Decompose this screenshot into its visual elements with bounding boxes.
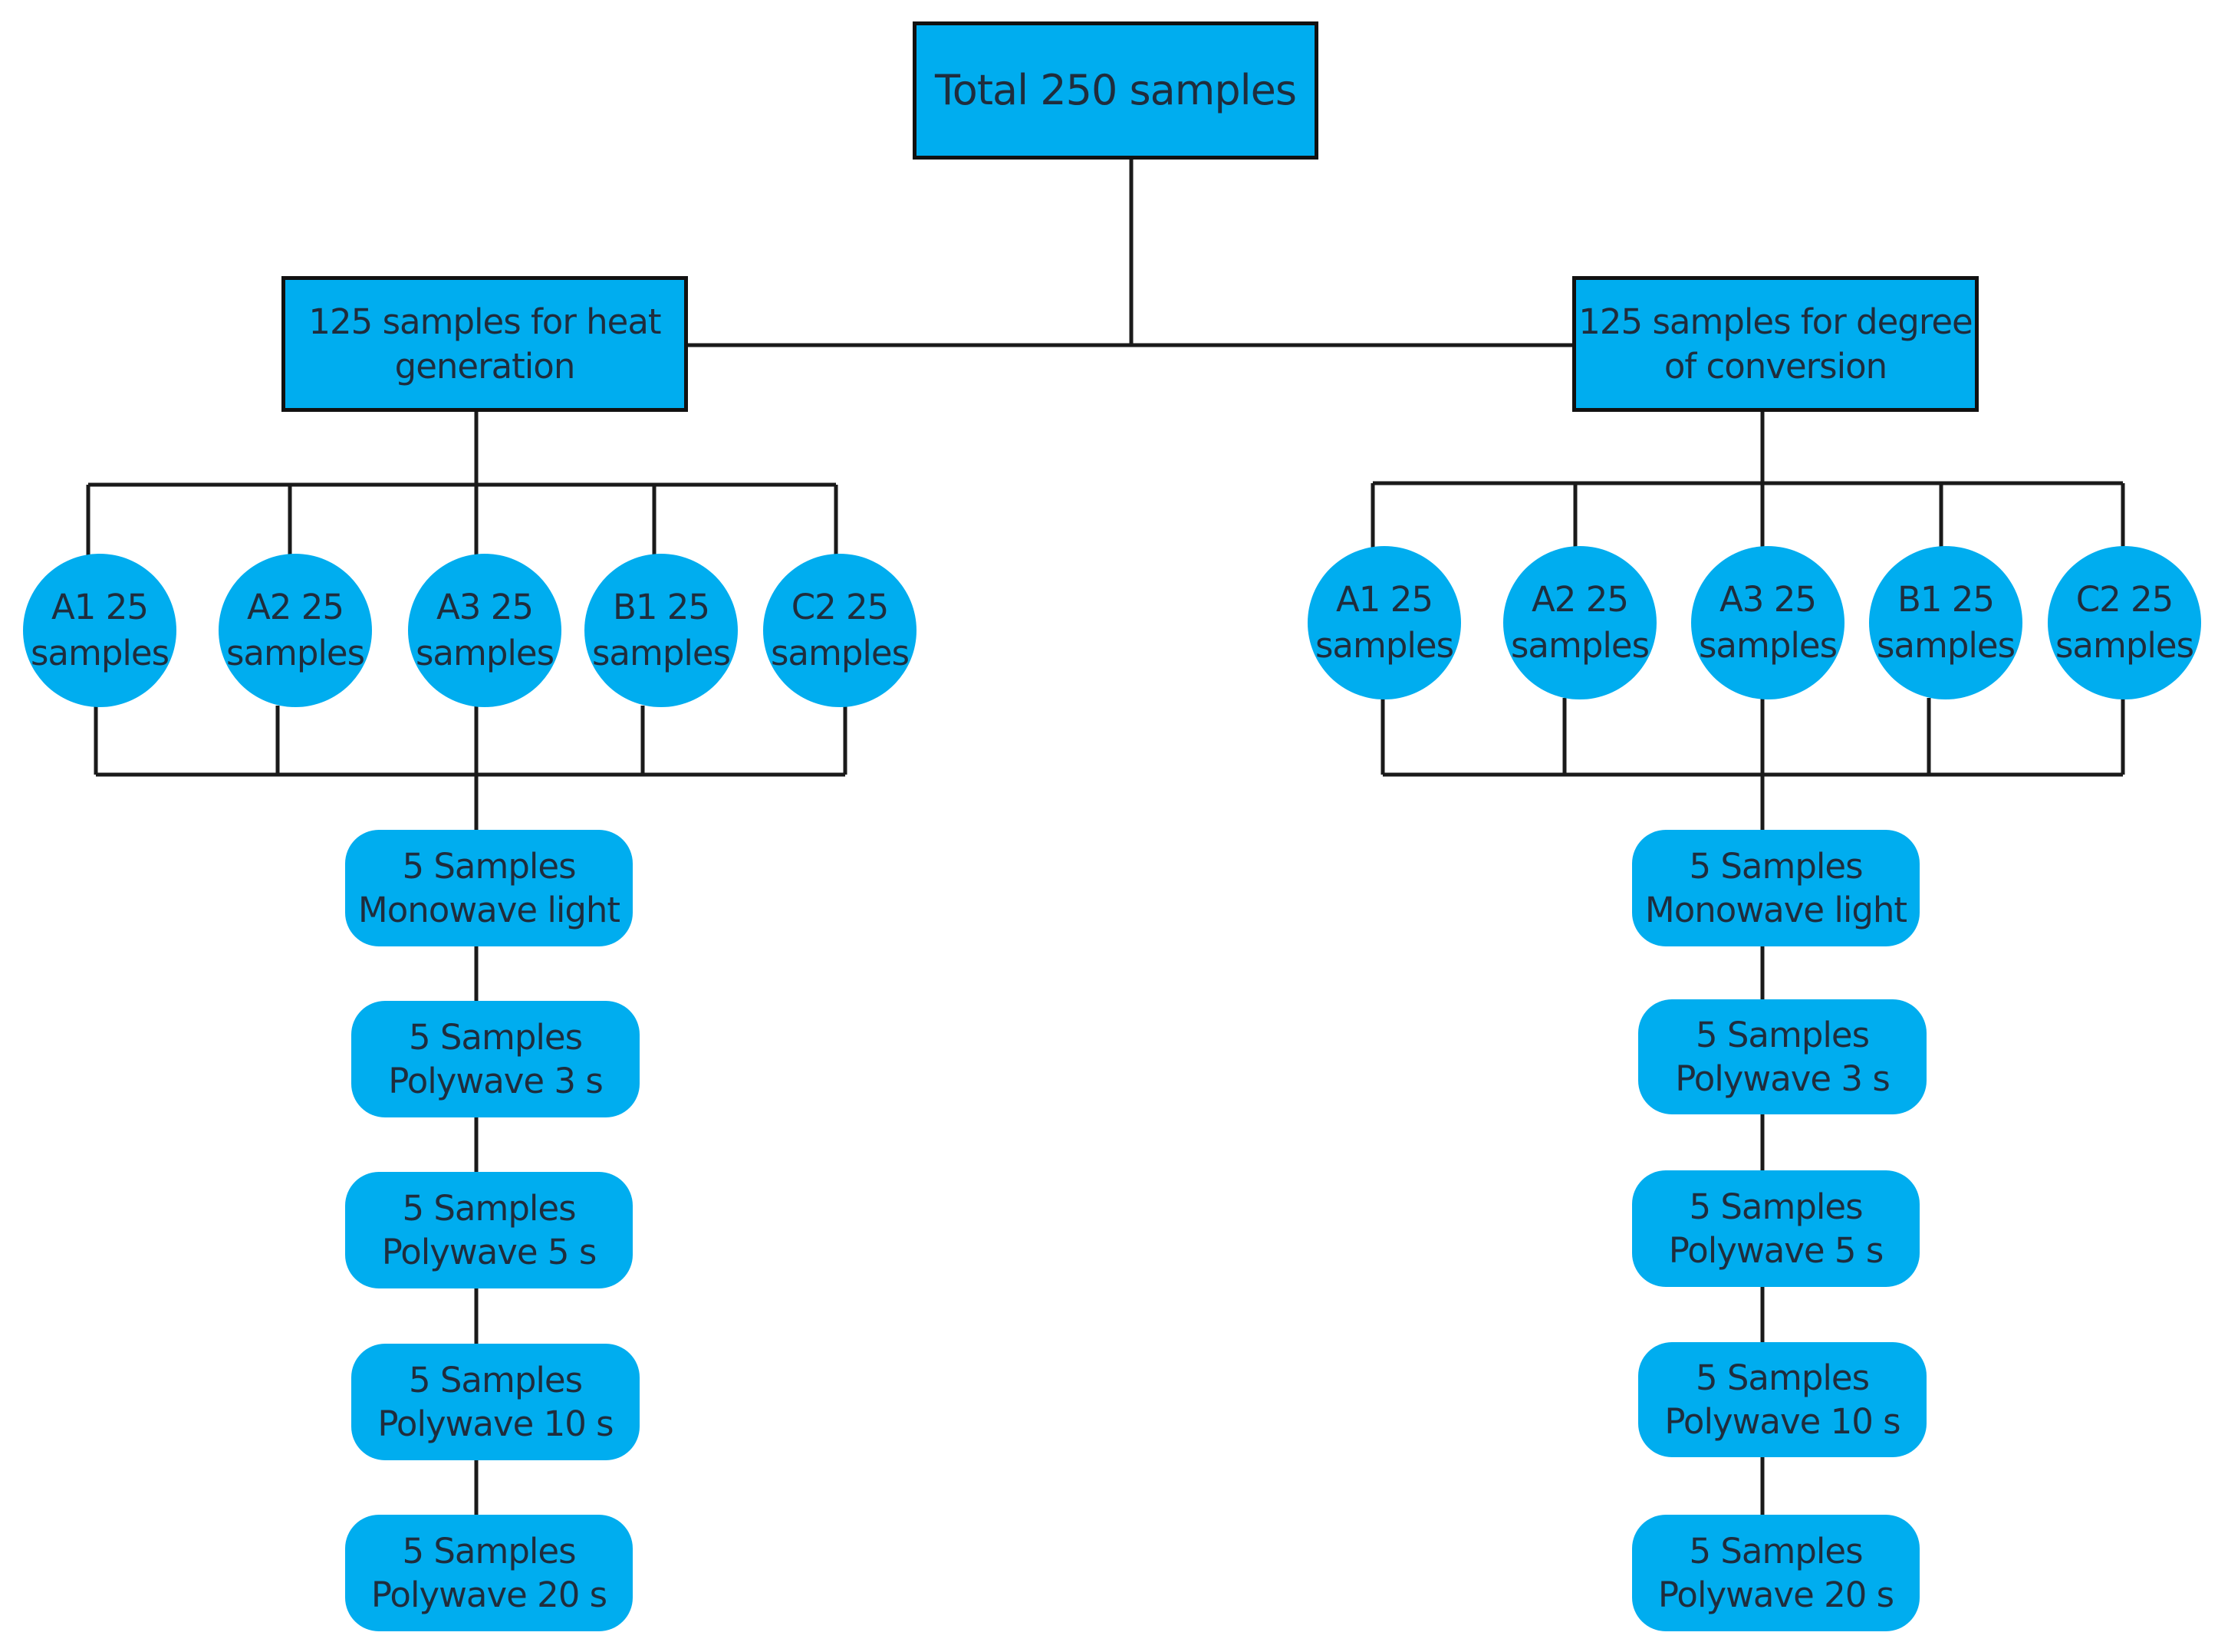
group-label-line2: samples (30, 633, 169, 673)
group-label-line2: samples (1315, 625, 1454, 666)
group-node-a3: A3 25 samples (1691, 546, 1844, 699)
group-label-line1: C2 25 (791, 587, 890, 627)
group-label-line1: A3 25 (436, 587, 534, 627)
group-label-line1: A1 25 (1336, 579, 1433, 620)
group-label-line1: B1 25 (1897, 579, 1995, 620)
group-label-line1: A3 25 (1719, 579, 1817, 620)
condition-label-line1: 5 Samples (408, 1017, 583, 1058)
condition-label-line1: 5 Samples (402, 1531, 576, 1571)
group-node-a2: A2 25 samples (219, 554, 372, 707)
branch-label-line2: generation (394, 345, 576, 387)
group-node-c2: C2 25 samples (2048, 546, 2201, 699)
condition-label-line1: 5 Samples (1689, 1531, 1863, 1571)
branch-node-heat-generation: 125 samples for heat generation (281, 276, 688, 412)
group-label-line1: C2 25 (2075, 579, 2174, 620)
condition-label-line2: Polywave 5 s (381, 1232, 597, 1272)
condition-label-line1: 5 Samples (402, 1188, 576, 1229)
group-label-line2: samples (770, 633, 910, 673)
group-label-line2: samples (2055, 625, 2194, 666)
condition-label-line2: Monowave light (1644, 890, 1907, 930)
branch-label-line2: of conversion (1664, 345, 1887, 387)
group-label-line1: A2 25 (1532, 579, 1629, 620)
group-node-a2: A2 25 samples (1503, 546, 1657, 699)
group-node-b1: B1 25 samples (584, 554, 738, 707)
condition-label-line2: Polywave 20 s (1657, 1575, 1894, 1615)
group-node-b1: B1 25 samples (1869, 546, 2022, 699)
condition-label-line1: 5 Samples (402, 846, 576, 887)
condition-label-line1: 5 Samples (1695, 1015, 1870, 1055)
group-label-line1: B1 25 (612, 587, 710, 627)
condition-label-line2: Polywave 10 s (377, 1404, 614, 1444)
branch-node-degree-of-conversion: 125 samples for degree of conversion (1572, 276, 1979, 412)
condition-label-line2: Polywave 20 s (370, 1575, 607, 1615)
condition-label-line2: Polywave 3 s (388, 1061, 604, 1101)
branch-label-line1: 125 samples for degree (1578, 301, 1973, 342)
root-node: Total 250 samples (913, 21, 1318, 160)
group-node-a3: A3 25 samples (408, 554, 561, 707)
condition-label-line2: Monowave light (357, 890, 620, 930)
group-label-line1: A2 25 (247, 587, 344, 627)
condition-label-line2: Polywave 10 s (1664, 1401, 1900, 1442)
condition-label-line2: Polywave 5 s (1668, 1230, 1884, 1271)
condition-label-line1: 5 Samples (1689, 846, 1863, 887)
group-label-line2: samples (1698, 625, 1838, 666)
group-node-c2: C2 25 samples (763, 554, 916, 707)
group-label-line2: samples (415, 633, 554, 673)
condition-label-line1: 5 Samples (408, 1360, 583, 1400)
group-label-line2: samples (225, 633, 365, 673)
group-node-a1: A1 25 samples (1308, 546, 1461, 699)
condition-label-line1: 5 Samples (1695, 1357, 1870, 1398)
group-label-line2: samples (1876, 625, 2016, 666)
group-label-line1: A1 25 (51, 587, 149, 627)
group-node-a1: A1 25 samples (23, 554, 176, 707)
condition-label-line1: 5 Samples (1689, 1186, 1863, 1227)
branch-label-line1: 125 samples for heat (308, 301, 661, 342)
group-label-line2: samples (591, 633, 731, 673)
group-label-line2: samples (1510, 625, 1650, 666)
root-label: Total 250 samples (935, 66, 1297, 114)
condition-label-line2: Polywave 3 s (1675, 1058, 1891, 1099)
